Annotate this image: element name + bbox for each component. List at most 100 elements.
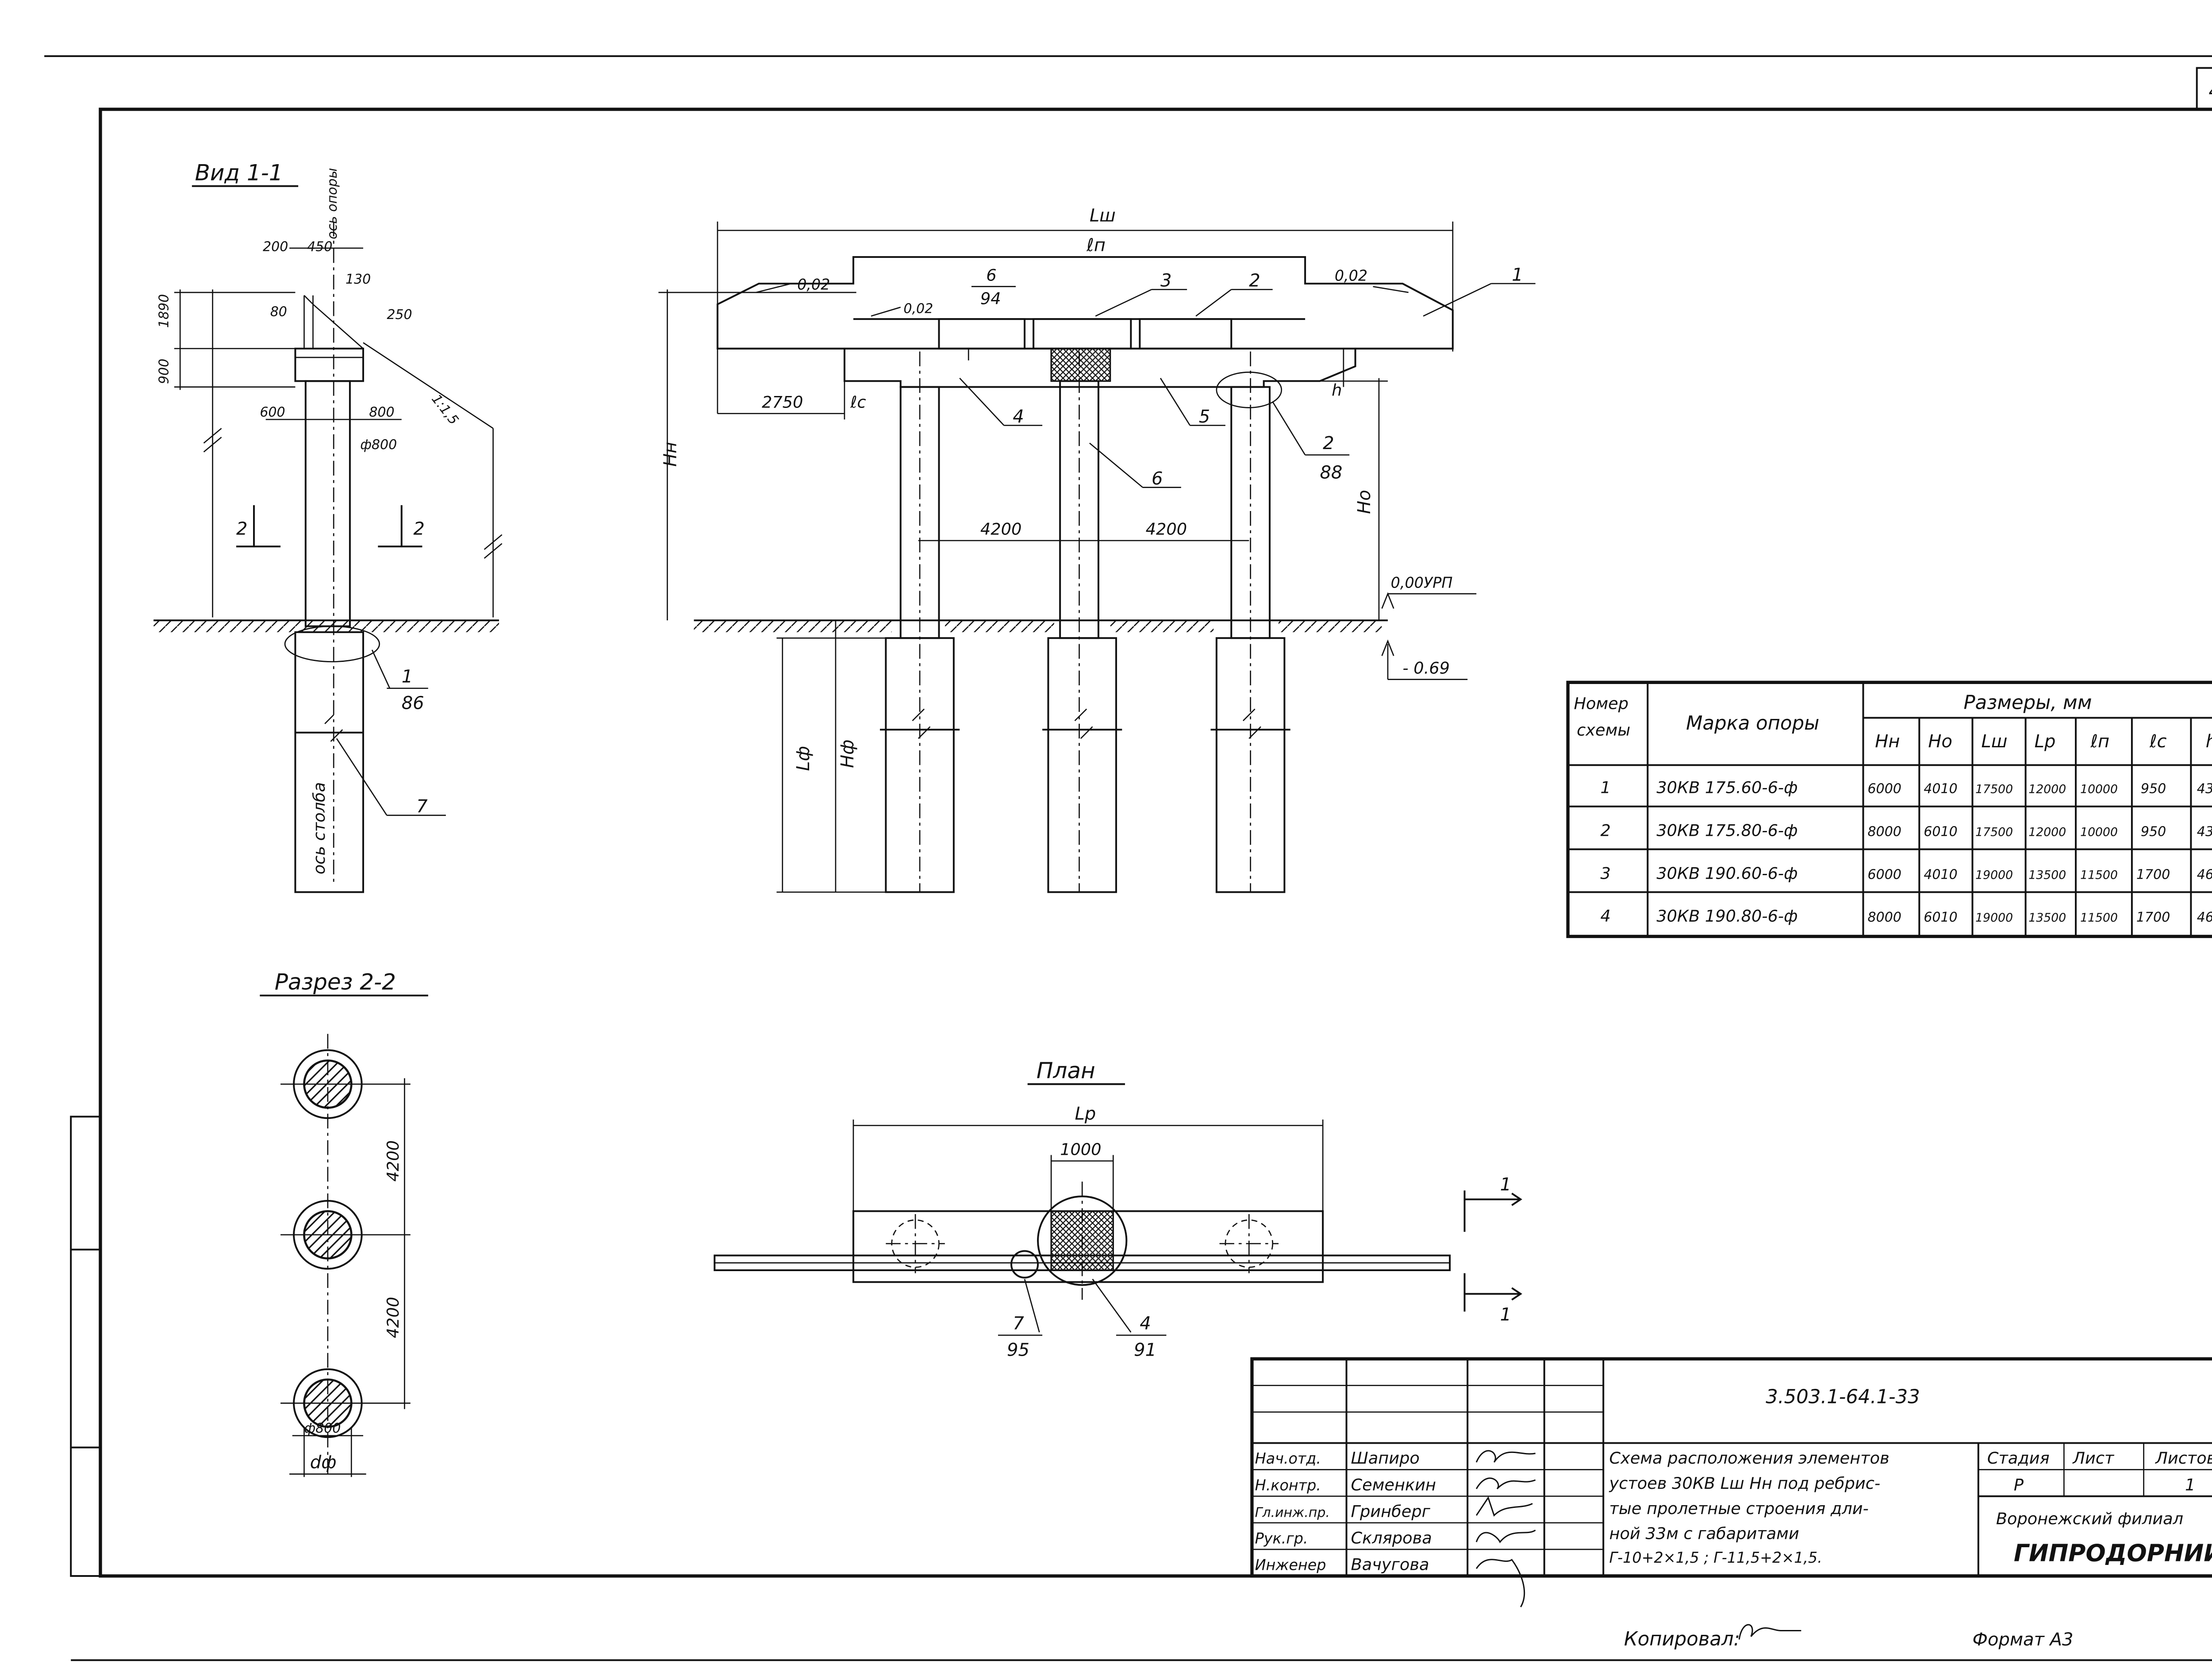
row-2-v4: 10000	[2080, 825, 2118, 839]
th-num-2: схемы	[1577, 720, 1630, 739]
pile	[294, 631, 364, 893]
binding-strip	[70, 1115, 101, 1577]
th-col-5: ℓc	[2149, 731, 2167, 752]
row-3-v3: 13500	[2028, 868, 2066, 882]
row-2-num: 2	[1601, 821, 1611, 840]
name-3: Склярова	[1351, 1529, 1432, 1548]
detail-circle-1	[284, 626, 380, 662]
plan-sect-top: 1	[1500, 1175, 1511, 1195]
footer: Копировал: Формат А3	[1624, 1624, 2074, 1650]
signature-1	[1475, 1477, 1536, 1490]
row-3-num: 3	[1601, 864, 1611, 883]
row-2-v5: 950	[2141, 824, 2166, 839]
plan-view: План Lр 1000 7 95 4 91 1	[714, 1058, 1522, 1361]
plan-sect-bottom: 1	[1500, 1304, 1511, 1325]
dim-250: 250	[387, 307, 412, 323]
column	[304, 380, 351, 627]
row-3-v1: 4010	[1924, 867, 1957, 882]
plan-callout-7-num: 7	[1013, 1313, 1024, 1334]
row-2-mark: 30КВ 175.80-6-ф	[1656, 821, 1797, 840]
dim-2750: 2750	[762, 392, 803, 411]
row-4-v2: 19000	[1975, 911, 2013, 925]
name-1: Семенкин	[1351, 1475, 1436, 1494]
cap-block	[294, 347, 364, 382]
row-1-mark: 30КВ 175.60-6-ф	[1656, 778, 1797, 797]
desc-4: Г-10+2×1,5 ; Г-11,5+2×1,5.	[1609, 1549, 1822, 1566]
copied-signature	[1738, 1624, 1801, 1640]
stage-value: Р	[2014, 1475, 2024, 1494]
callout-7: 7	[416, 796, 428, 817]
desc-3: ной 33м с габаритами	[1609, 1524, 1799, 1543]
slope-line	[363, 342, 494, 429]
row-4-mark: 30КВ 190.80-6-ф	[1656, 907, 1797, 926]
format-label: Формат А3	[1972, 1630, 2073, 1650]
row-2-v6: 430	[2197, 824, 2212, 839]
sect-df: dф	[310, 1452, 337, 1472]
dim-lc: ℓc	[850, 392, 866, 411]
sect-dia: ф800	[304, 1421, 341, 1436]
row-4-v4: 11500	[2080, 911, 2118, 925]
dim-h: h	[1332, 381, 1342, 400]
th-col-1: Hо	[1928, 731, 1952, 752]
row-2-v0: 8000	[1868, 824, 1901, 839]
pile-right	[1215, 637, 1286, 893]
row-4-v0: 8000	[1868, 910, 1901, 925]
callout-5: 5	[1199, 407, 1210, 427]
dimensions-table: Номер схемы Марка опоры Размеры, мм Hн H…	[1566, 680, 2212, 938]
callout-6: 6	[1152, 469, 1163, 489]
th-col-4: ℓп	[2090, 731, 2109, 752]
row-1-v4: 10000	[2080, 783, 2118, 796]
signature-4	[1475, 1559, 1525, 1607]
signature-2	[1475, 1496, 1533, 1517]
row-4-v3: 13500	[2028, 911, 2066, 925]
view-1-1: Вид 1-1 ось опоры 1:1,5 200 450 130 80 2…	[154, 160, 503, 893]
th-col-6: h	[2206, 731, 2212, 752]
dim-450: 450	[307, 239, 332, 255]
plan-callout-4-den: 91	[1134, 1340, 1156, 1361]
dim-1890: 1890	[156, 294, 172, 328]
name-2: Гринберг	[1351, 1502, 1431, 1521]
row-4-v5: 1700	[2136, 910, 2170, 925]
row-3-v5: 1700	[2136, 867, 2170, 882]
elevation-view: Lш ℓп 0,02 0,02 0,02 6 94 3 2 1	[658, 206, 1536, 893]
dim-80: 80	[270, 304, 287, 319]
callout-3: 3	[1160, 271, 1171, 291]
callout-2-num: 2	[1323, 433, 1334, 454]
th-sizes: Размеры, мм	[1963, 692, 2092, 714]
row-1-v6: 430	[2197, 781, 2212, 797]
desc-0: Схема расположения элементов	[1609, 1449, 1889, 1468]
dim-4200-right: 4200	[1146, 519, 1187, 538]
row-1-v5: 950	[2141, 781, 2166, 797]
row-3-v2: 19000	[1975, 868, 2013, 882]
callout-1-den: 86	[402, 693, 424, 713]
dim-hn: Hн	[660, 442, 680, 467]
th-col-0: Hн	[1875, 731, 1900, 752]
dim-ho: Hо	[1354, 490, 1375, 514]
sheet-header: Лист	[2072, 1449, 2115, 1468]
th-col-3: Lр	[2035, 731, 2056, 752]
role-1: Н.контр.	[1255, 1476, 1321, 1494]
plan-dim-lp: Lр	[1075, 1103, 1096, 1124]
sect-dim-top: 4200	[384, 1140, 403, 1181]
desc-1: устоев 30КВ Lш Hн под ребрис-	[1609, 1474, 1881, 1493]
dim-lw: Lш	[1090, 206, 1116, 226]
section-mark-right: 2	[413, 519, 424, 539]
dim-ln: ℓп	[1086, 235, 1106, 256]
pile-left	[885, 637, 955, 893]
slope-label: 1:1,5	[428, 392, 461, 428]
sect-dim-bottom: 4200	[384, 1297, 403, 1338]
superstructure	[716, 256, 1454, 350]
row-2-v3: 12000	[2028, 825, 2066, 839]
role-2: Гл.инж.пр.	[1255, 1505, 1330, 1520]
th-col-2: Lш	[1982, 731, 2008, 752]
copied-label: Копировал:	[1624, 1628, 1740, 1650]
org-name: ГИПРОДОРНИИ	[2014, 1539, 2212, 1567]
slope-mid: 0,02	[903, 301, 933, 317]
plan-title: План	[1037, 1058, 1095, 1084]
sheet-number-box	[2196, 67, 2212, 111]
role-3: Рук.гр.	[1255, 1530, 1308, 1547]
section-mark-left: 2	[236, 519, 247, 539]
level-minus: - 0.69	[1402, 658, 1450, 677]
